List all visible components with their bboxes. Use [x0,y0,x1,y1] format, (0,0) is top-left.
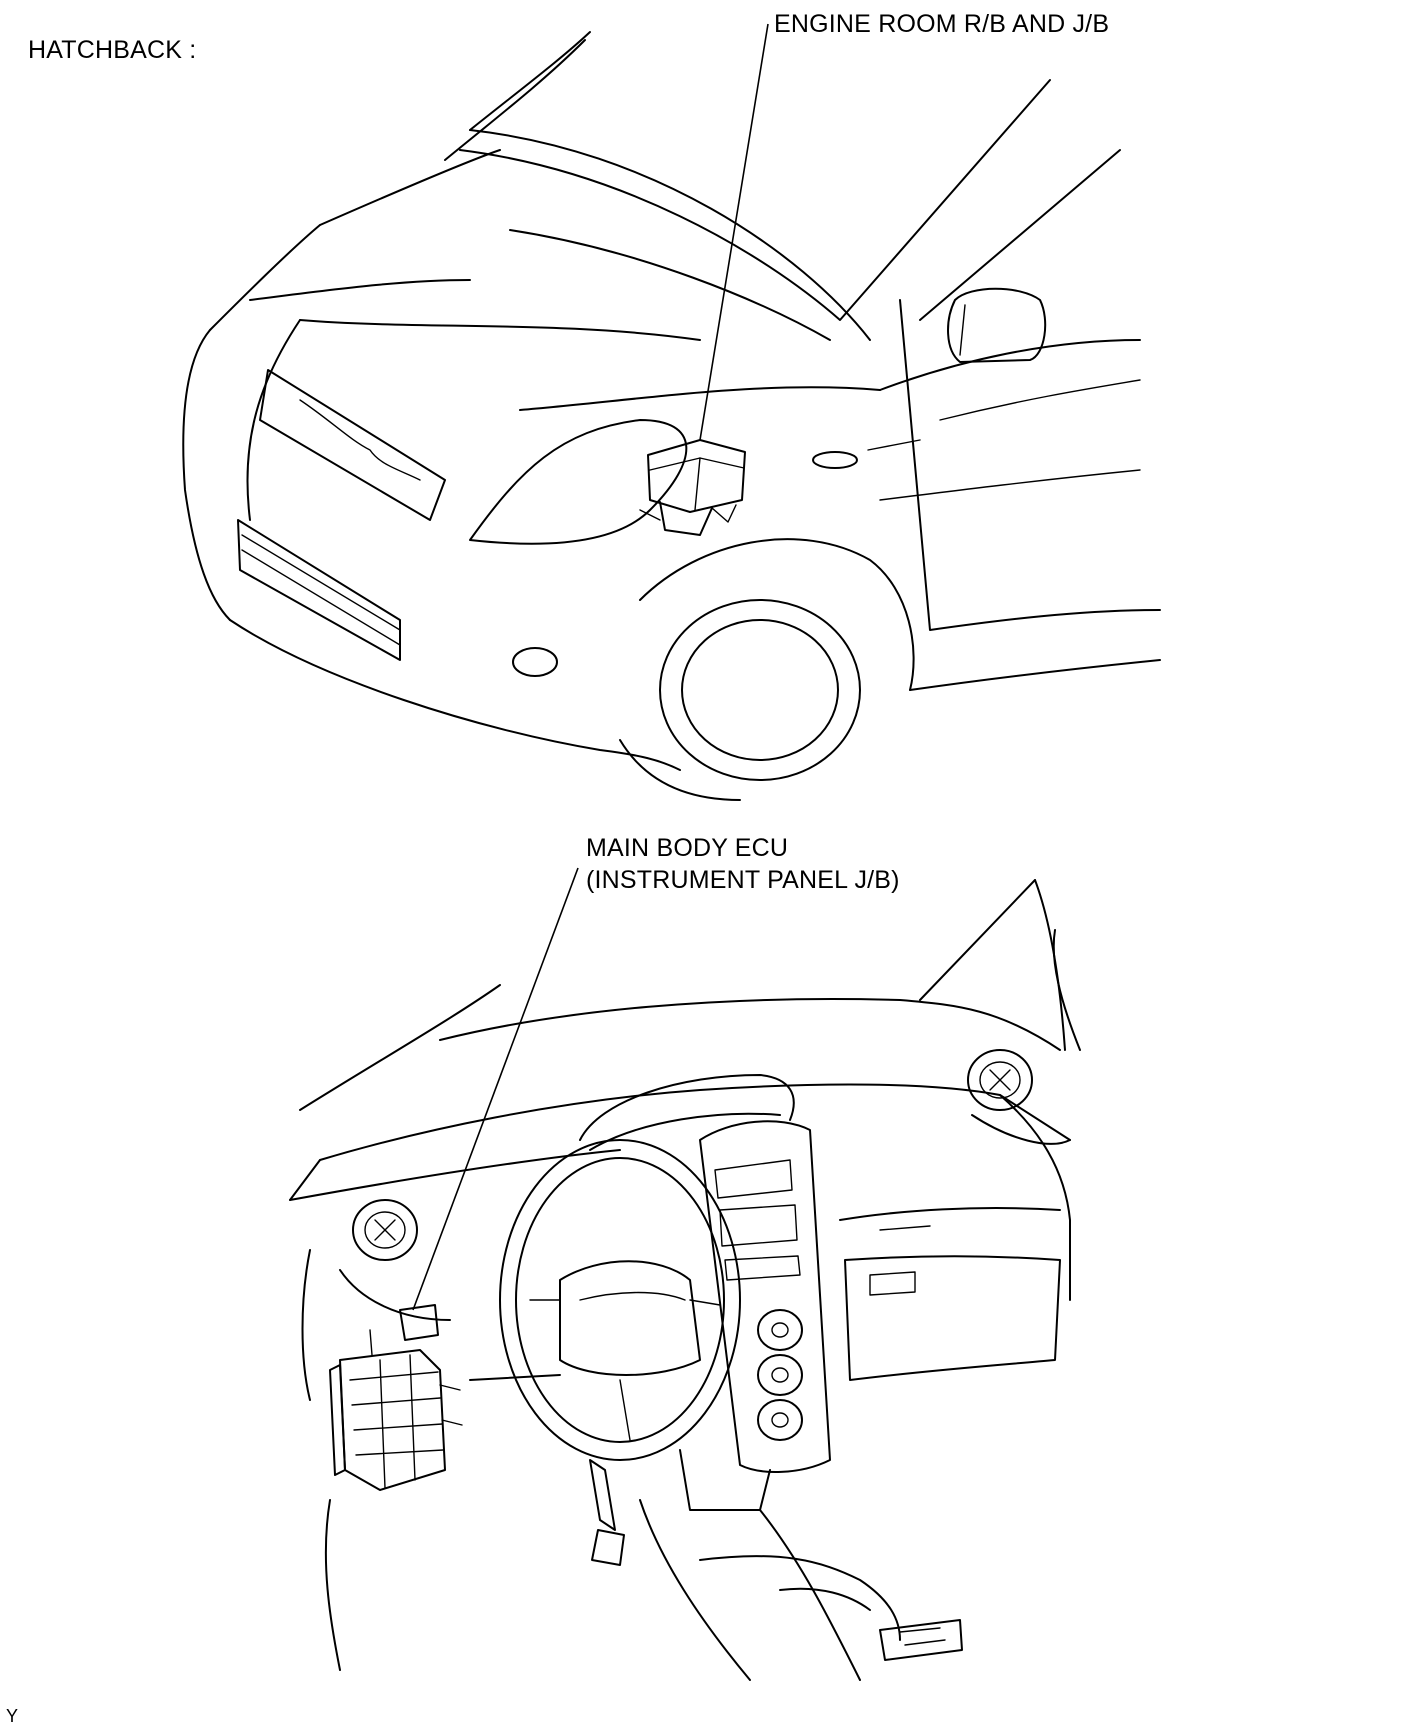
figure-code: Y [6,1706,19,1726]
main-body-ecu-junction-block [329,1304,463,1491]
engine-room-rb-jb-label: ENGINE ROOM R/B AND J/B [774,10,1110,38]
engine-room-leader-line [699,23,769,441]
instrument-panel-illustration [289,879,1081,1681]
car-front-illustration [182,31,1161,801]
main-body-ecu-label: MAIN BODY ECU [586,834,789,862]
instrument-panel-jb-label: (INSTRUMENT PANEL J/B) [586,866,900,894]
main-body-ecu-leader-line [412,867,579,1311]
engine-room-junction-block [639,439,746,536]
section-label: HATCHBACK : [28,36,197,64]
